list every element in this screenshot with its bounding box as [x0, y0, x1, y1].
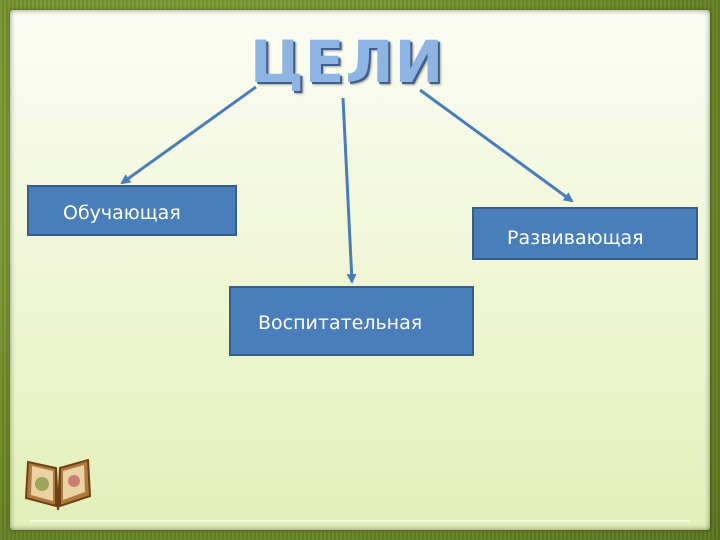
goal-box-developing-label: Развивающая: [507, 227, 644, 249]
goal-box-educational-label: Воспитательная: [258, 312, 423, 334]
bottom-divider: [30, 520, 690, 522]
goal-box-teaching: Обучающая: [27, 185, 237, 236]
goal-box-teaching-label: Обучающая: [63, 202, 181, 224]
goal-box-educational: Воспитательная: [229, 286, 474, 356]
open-book-icon: [24, 458, 92, 511]
diagram-title: ЦЕЛИ: [250, 28, 445, 96]
goal-box-developing: Развивающая: [472, 207, 698, 260]
